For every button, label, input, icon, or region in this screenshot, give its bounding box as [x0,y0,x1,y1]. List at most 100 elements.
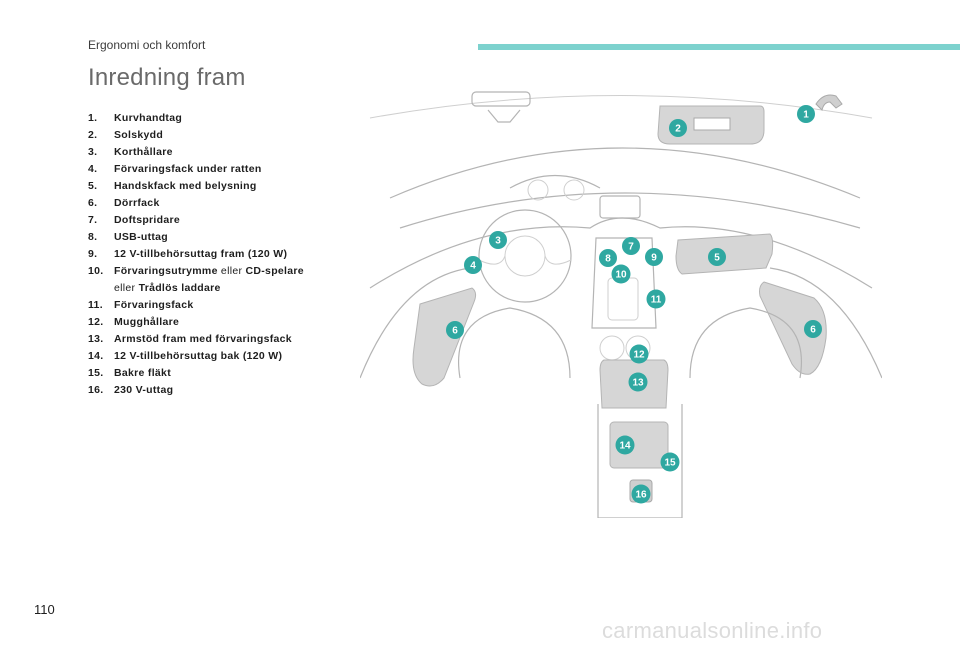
legend-item: 14.12 V-tillbehörsuttag bak (120 W) [88,348,348,365]
legend-text: Dörrfack [114,197,160,209]
windshield-edge [389,147,861,199]
gauge-right [563,179,585,201]
section-header: Ergonomi och komfort [88,38,206,52]
legend-number: 14. [88,350,104,362]
legend-number: 10. [88,265,104,277]
badge-11: 11 [646,289,666,309]
badge-9: 9 [645,248,663,266]
legend-number: 12. [88,316,104,328]
interior-illustration: 1 2 3 4 5 6 6 7 8 9 10 11 12 13 14 15 16 [360,91,882,518]
legend-text: Förvaringsutrymme [114,265,218,277]
steering-wheel [478,209,572,303]
badge-15: 15 [660,452,680,472]
legend-text: Förvaringsfack [114,299,194,311]
mirror-mount [487,109,521,123]
svg-text:7: 7 [628,242,634,253]
legend-item: 6.Dörrfack [88,195,348,212]
badge-8: 8 [599,249,617,267]
legend-item: 2. Solskydd [88,127,348,144]
legend-number: 16. [88,384,104,396]
legend-item: 15. Bakre fläkt [88,365,348,382]
legend-text-alt: Trådlös laddare [138,282,221,294]
badge-4: 4 [464,256,482,274]
badge-13: 13 [628,372,648,392]
svg-text:2: 2 [675,124,681,135]
grab-handle [815,94,843,111]
legend-item: 3. Korthållare [88,144,348,161]
svg-text:15: 15 [664,458,676,469]
legend-number: 11. [88,299,103,311]
svg-text:10: 10 [615,270,627,281]
legend-number: 9. [88,248,98,260]
legend-number: 1. [88,112,98,124]
legend-connector: eller [114,282,139,294]
badge-16: 16 [631,484,651,504]
legend-number: 13. [88,333,104,345]
legend-number: 3. [88,146,98,158]
legend-text: USB-uttag [114,231,169,243]
legend-text: Korthållare [114,146,173,158]
legend-text-alt: CD-spelare [245,265,304,277]
center-screen [599,195,641,219]
legend-text: Doftspridare [114,214,181,226]
legend-item: 5. Handskfack med belysning [88,178,348,195]
legend-text: Kurvhandtag [114,112,183,124]
svg-text:8: 8 [605,254,611,265]
svg-text:3: 3 [495,236,501,247]
steering-hub [504,235,546,277]
vanity-mirror [693,117,731,131]
svg-text:5: 5 [714,253,720,264]
svg-text:6: 6 [452,326,458,337]
door-pocket-left [412,287,477,387]
legend-number: 5. [88,180,98,192]
rear-console [597,404,683,518]
header-accent-rule [478,44,960,50]
legend-text: Förvaringsfack under ratten [114,163,262,175]
legend-list: 1.Kurvhandtag 2.Solskydd 3.Korthållare 4… [88,110,348,399]
legend-text: Solskydd [114,129,164,141]
legend-item: 16. 230 V-uttag [88,382,348,399]
steering-spokes [478,255,572,265]
seat-left [458,307,571,379]
legend-item: 8. USB-uttag [88,229,348,246]
legend-text: Bakre fläkt [114,367,171,379]
badge-2: 2 [669,119,687,137]
svg-text:4: 4 [470,261,476,272]
svg-text:12: 12 [633,350,645,361]
page-title: Inredning fram [88,64,246,91]
legend-item: 11. Förvaringsfack [88,297,348,314]
legend-text: Mugghållare [114,316,180,328]
legend-item: 13. Armstöd fram med förvaringsfack [88,331,348,348]
door-right-line [769,267,882,379]
svg-text:14: 14 [619,441,631,452]
badge-14: 14 [615,435,635,455]
page-number: 110 [34,602,55,617]
svg-text:9: 9 [651,253,657,264]
cupholder-left [599,335,625,361]
badge-3: 3 [489,231,507,249]
badge-7: 7 [622,237,640,255]
svg-text:1: 1 [803,110,809,121]
legend-item: 9.12 V-tillbehörsuttag fram (120 W) [88,246,348,263]
storage-box [607,277,639,321]
dashboard-top [399,192,861,229]
legend-connector: eller [217,265,246,277]
svg-text:13: 13 [632,378,644,389]
roof-line [369,95,873,119]
badge-6-left: 6 [446,321,464,339]
gauge-left [527,179,549,201]
legend-text: Armstöd fram med förvaringsfack [114,333,292,345]
legend-number: 8. [88,231,98,243]
legend-number: 2. [88,129,98,141]
door-pocket-right [759,281,827,375]
legend-number: 7. [88,214,98,226]
legend-text: 230 V-uttag [114,384,174,396]
badge-12: 12 [629,344,649,364]
rear-vents [609,421,669,469]
mirror [471,91,531,107]
legend-number: 15. [88,367,104,379]
legend-text: Handskfack med belysning [114,180,257,192]
legend-item: 1. Kurvhandtag [88,110,348,127]
svg-text:11: 11 [651,295,662,306]
